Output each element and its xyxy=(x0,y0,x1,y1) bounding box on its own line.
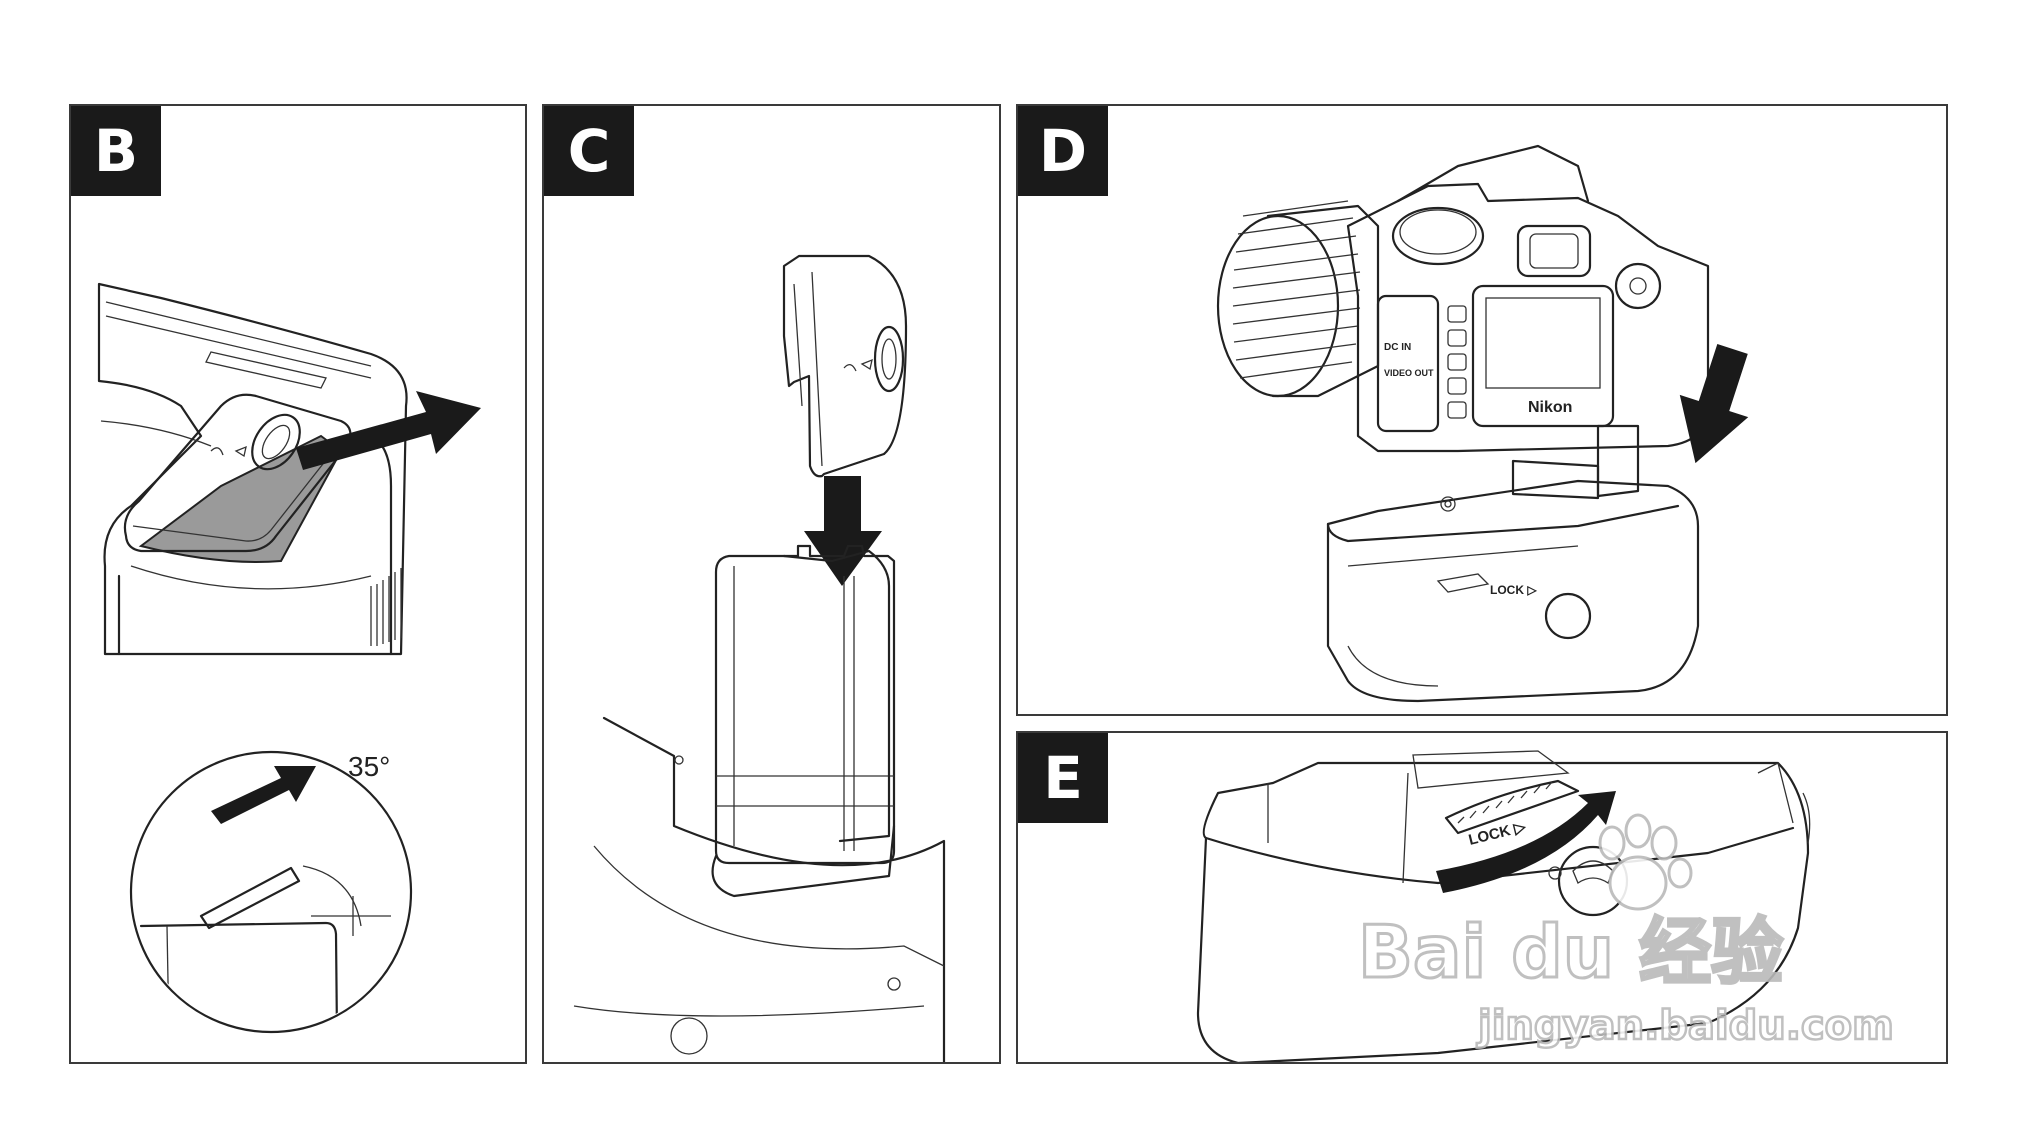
camera-mount-illustration: Nikon DC IN VIDEO OUT LOCK ▷ xyxy=(1216,144,1749,703)
port-label-dc-in: DC IN xyxy=(1384,342,1411,353)
baidu-watermark: Bai du 经验 jingyan.baidu.com xyxy=(1357,813,1895,1050)
grip-lock-illustration: LOCK ▷ Bai du 经验 jingyan.baidu.com xyxy=(1196,750,1895,1062)
port-label-video-out: VIDEO OUT xyxy=(1384,368,1434,378)
camera-brand-label: Nikon xyxy=(1528,399,1572,416)
panel-e: E LOCK ▷ Bai du 经验 jingya xyxy=(1016,731,1948,1064)
panel-d: D Nikon DC IN VIDEO OUT xyxy=(1016,104,1948,716)
angle-label: 35° xyxy=(348,751,390,782)
battery-insertion-illustration xyxy=(573,254,946,1062)
grip-lock-label: LOCK ▷ xyxy=(1490,583,1537,597)
battery-cover-removal-illustration: 35° xyxy=(97,282,481,1034)
panel-letter-b: B xyxy=(71,106,161,196)
lock-label: LOCK ▷ xyxy=(1467,818,1529,849)
panel-letter-c: C xyxy=(544,106,634,196)
panel-letter-d: D xyxy=(1018,106,1108,196)
panel-b: B 35° xyxy=(69,104,527,1064)
watermark-logo: Bai du 经验 xyxy=(1358,910,1783,994)
panel-c: C xyxy=(542,104,1001,1064)
panel-letter-e: E xyxy=(1018,733,1108,823)
watermark-url: jingyan.baidu.com xyxy=(1476,1003,1894,1049)
